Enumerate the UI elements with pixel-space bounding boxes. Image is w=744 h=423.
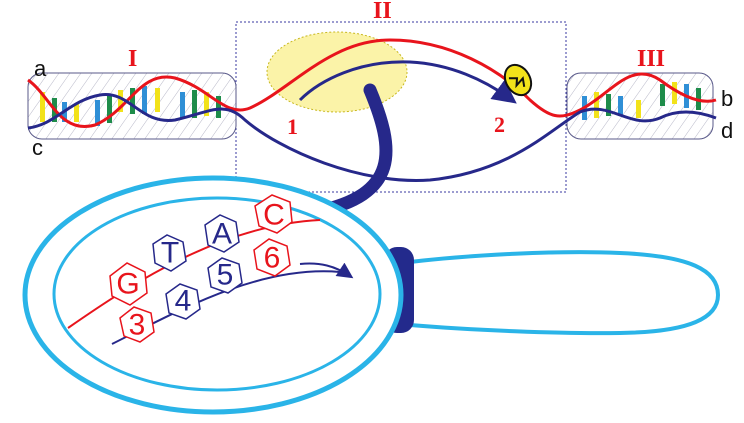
top-base-t: T: [152, 234, 187, 272]
magnifier-handle: [408, 250, 721, 336]
bottom-base-6: 6: [253, 238, 291, 277]
svg-text:4: 4: [175, 285, 192, 318]
svg-text:5: 5: [217, 259, 234, 292]
enzyme-icon: [503, 63, 533, 97]
top-base-a: A: [204, 214, 240, 253]
svg-text:3: 3: [129, 309, 146, 342]
marker-1: 1: [287, 114, 298, 139]
region-i-label: I: [128, 46, 137, 72]
bottom-base-5: 5: [207, 257, 243, 294]
new-strand-leading: [298, 60, 517, 104]
strand-d-label: d: [721, 118, 733, 143]
top-base-c: C: [254, 194, 293, 234]
svg-text:6: 6: [264, 242, 281, 275]
marker-2: 2: [494, 112, 505, 137]
strand-red: [27, 38, 717, 129]
replication-origin-highlight: [266, 31, 408, 113]
svg-text:A: A: [212, 218, 232, 251]
strand-a-label: a: [34, 56, 47, 81]
curved-arrow-icon: [308, 83, 393, 219]
magnified-growth-arrow: [299, 262, 354, 279]
region-iii-label: III: [637, 46, 665, 72]
region-ii-label: II: [373, 0, 392, 24]
svg-text:G: G: [116, 268, 139, 301]
strand-blue: [27, 93, 717, 182]
svg-text:T: T: [161, 237, 179, 270]
bottom-base-4: 4: [165, 283, 201, 320]
bottom-base-3: 3: [119, 306, 155, 343]
strand-b-label: b: [721, 86, 733, 111]
strand-c-label: c: [32, 135, 43, 160]
svg-text:C: C: [263, 199, 285, 232]
base-pairs-region-i: [40, 86, 221, 126]
region-ii-box: [235, 21, 567, 193]
top-base-g: G: [109, 262, 148, 306]
